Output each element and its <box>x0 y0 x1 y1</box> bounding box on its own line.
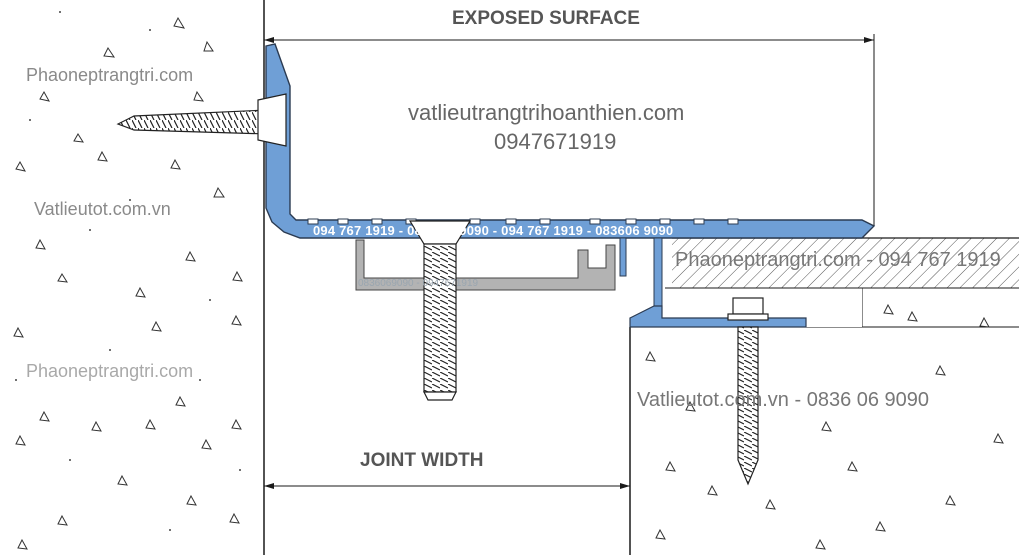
aluminium-cover-profile <box>265 43 876 328</box>
right-concrete-slab <box>629 326 1019 555</box>
joint-width-label: JOINT WIDTH <box>360 450 484 471</box>
watermark-center-phone: 0947671919 <box>494 129 617 154</box>
exposed-surface-dimension <box>264 34 875 226</box>
watermark-right-bottom: Vatlieutot.com.vn - 0836 06 9090 <box>637 389 930 411</box>
watermark-left-bottom: Phaoneptrangtri.com <box>26 361 194 381</box>
watermark-left-mid: Vatlieutot.com.vn <box>34 199 171 219</box>
watermark-profile-strip: 094 767 1919 - 0836 06 9090 - 094 767 19… <box>313 223 674 238</box>
watermark-channel-strip: 0836069090 - 0947671919 <box>358 278 479 289</box>
left-aggregate-dots <box>15 11 241 531</box>
slab-anchor-screw <box>727 297 769 486</box>
center-bolt <box>408 220 472 401</box>
right-aggregate-marks <box>645 303 1004 550</box>
joint-width-dimension <box>264 483 630 489</box>
watermark-center-site: vatlieutrangtrihoanthien.com <box>408 100 685 125</box>
retainer-channel <box>355 239 616 291</box>
watermark-right-site: Phaoneptrangtri.com - 094 767 1919 <box>675 249 1001 271</box>
watermark-left-top: Phaoneptrangtri.com <box>26 65 194 85</box>
left-aggregate-marks <box>13 16 243 550</box>
wall-anchor-screw <box>116 93 287 147</box>
exposed-surface-label: EXPOSED SURFACE <box>452 8 640 29</box>
